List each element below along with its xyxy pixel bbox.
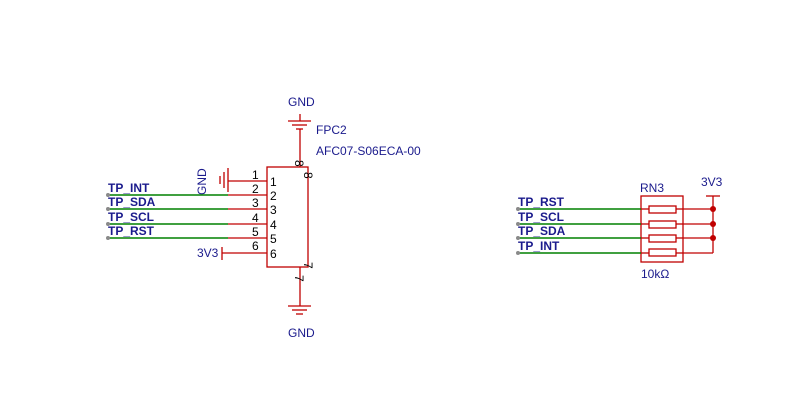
pin-4-number: 4: [252, 211, 259, 225]
resistor-network-rn3: RN3 10kΩ 3V3: [640, 175, 723, 281]
net-label-tp-int-right: TP_INT: [518, 239, 560, 253]
connector-body: [266, 166, 309, 268]
power-label-3v3-left: 3V3: [197, 246, 219, 260]
junction-dot-3: [710, 235, 716, 241]
wire-end-tp-sda-right: [516, 236, 520, 240]
rn3-resistor-1: [648, 205, 677, 214]
gnd-symbol-bottom: [288, 305, 311, 315]
body-pin-6-number: 6: [270, 247, 277, 261]
gnd-symbol-side: [219, 168, 229, 192]
right-net-wires: TP_RST TP_SCL TP_SDA TP_INT: [516, 195, 641, 255]
gnd-symbol-top: [288, 114, 311, 130]
gnd-label-side: GND: [195, 168, 209, 195]
wire-end-tp-rst-left: [106, 236, 110, 240]
gnd-label-top: GND: [288, 95, 315, 109]
net-label-tp-scl-left: TP_SCL: [108, 210, 154, 224]
pin-8-number: 8: [292, 160, 306, 167]
body-pin-5-number: 5: [270, 232, 277, 246]
wire-end-tp-scl-left: [106, 222, 110, 226]
wire-end-tp-int-right: [516, 251, 520, 255]
rn3-resistor-3: [648, 234, 677, 243]
pin-2-number: 2: [252, 182, 259, 196]
body-pin-8-number: 8: [301, 172, 315, 179]
body-pin-1-number: 1: [270, 175, 277, 189]
pin-3-number: 3: [252, 196, 259, 210]
wire-end-tp-int-left: [106, 193, 110, 197]
wire-end-tp-sda-left: [106, 207, 110, 211]
net-label-tp-int-left: TP_INT: [108, 181, 150, 195]
body-pin-3-number: 3: [270, 203, 277, 217]
pin-7-number-outer: 7: [292, 275, 306, 282]
gnd-label-bottom: GND: [288, 326, 315, 340]
pin-7-number-inner: 7: [301, 262, 315, 269]
pin-6-number: 6: [252, 239, 259, 253]
net-label-tp-rst-right: TP_RST: [518, 195, 565, 209]
body-pin-2-number: 2: [270, 189, 277, 203]
pin-5-number: 5: [252, 225, 259, 239]
net-label-tp-sda-right: TP_SDA: [518, 224, 566, 238]
connector-part-number: AFC07-S06ECA-00: [316, 144, 421, 158]
pin-1-number: 1: [252, 168, 259, 182]
rn3-designator: RN3: [640, 181, 664, 195]
rn3-value: 10kΩ: [641, 267, 669, 281]
body-pin-4-number: 4: [270, 218, 277, 232]
rn3-resistor-4: [648, 248, 677, 257]
wire-end-tp-rst-right: [516, 207, 520, 211]
junction-dot-1: [710, 206, 716, 212]
connector-designator: FPC2: [316, 123, 347, 137]
left-net-wires: TP_INT TP_SDA TP_SCL TP_RST: [106, 181, 228, 240]
wire-end-tp-scl-right: [516, 222, 520, 226]
net-label-tp-scl-right: TP_SCL: [518, 210, 564, 224]
power-label-3v3-right: 3V3: [701, 175, 723, 189]
net-label-tp-sda-left: TP_SDA: [108, 195, 156, 209]
junction-dot-2: [710, 221, 716, 227]
net-label-tp-rst-left: TP_RST: [108, 224, 155, 238]
rn3-resistor-2: [648, 220, 677, 229]
connector-fpc2: GND 8 FPC2 AFC07-S06ECA-00 8 GND 7 7 GND: [195, 95, 421, 340]
